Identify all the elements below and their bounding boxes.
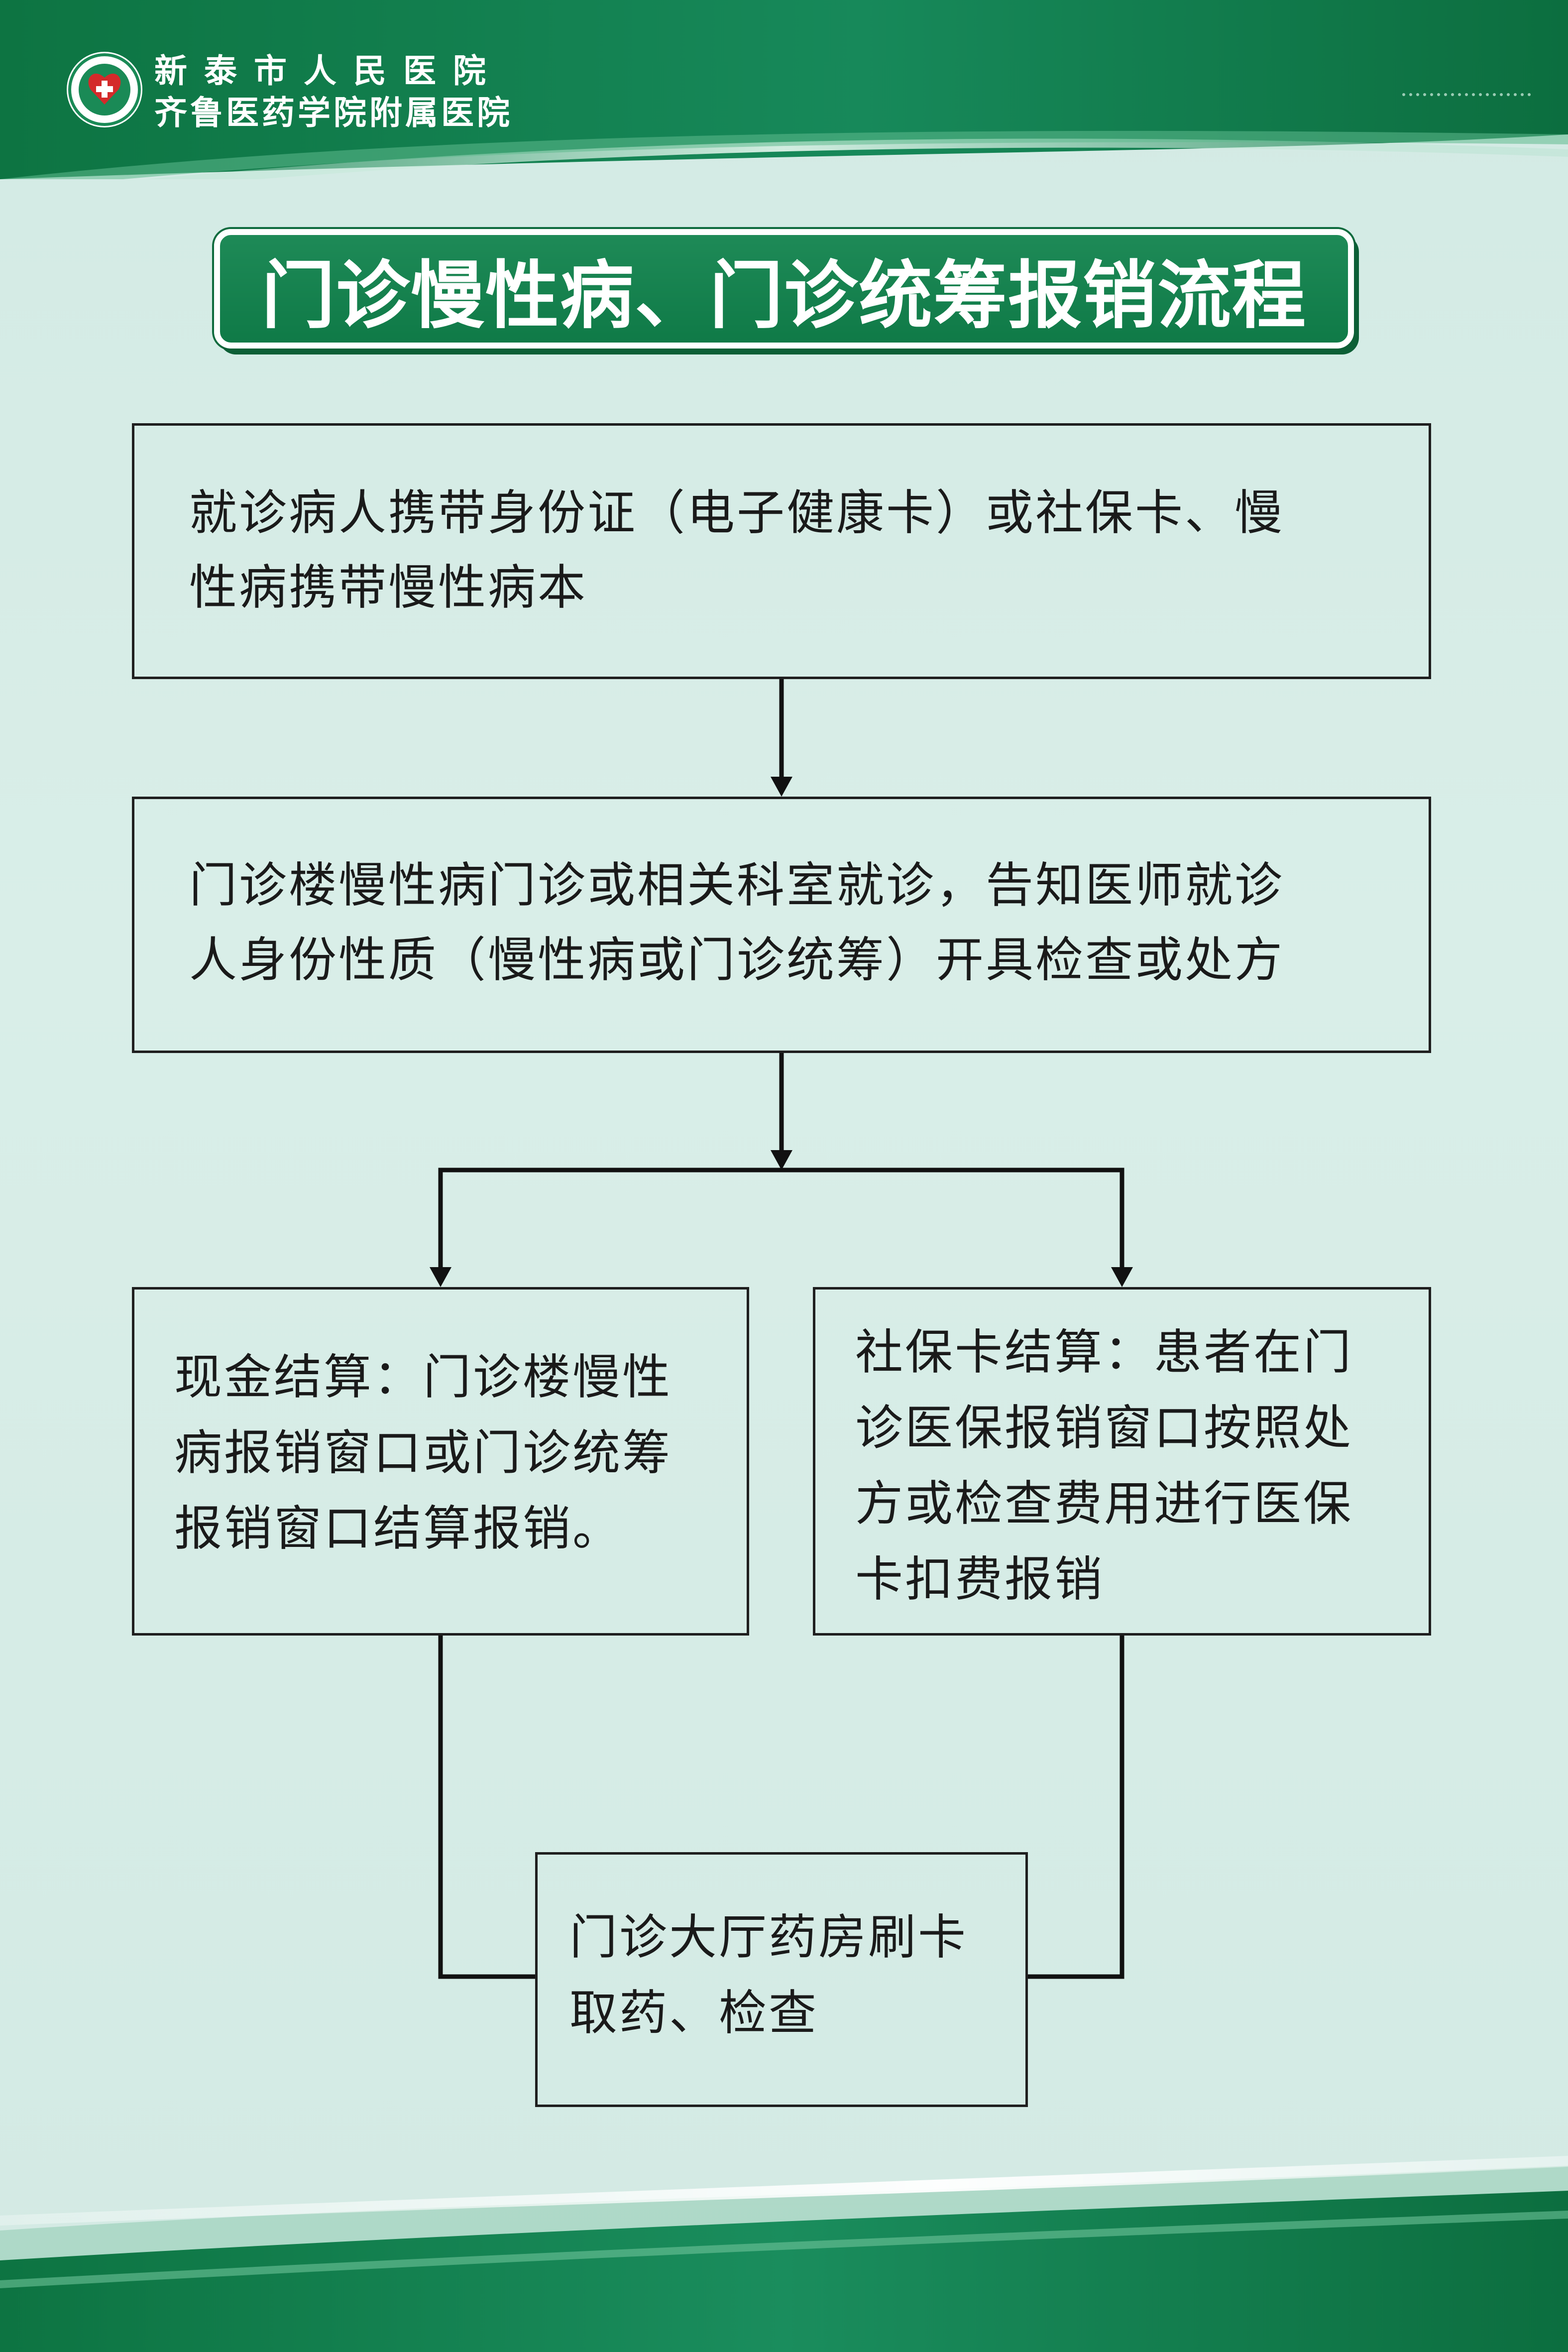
step-outpatient-visit: 门诊楼慢性病门诊或相关科室就诊，告知医师就诊 人身份性质（慢性病或门诊统筹）开具…: [132, 797, 1431, 1053]
step1-line2: 性病携带慢性病本: [189, 560, 587, 615]
arrow-head-cash: [430, 1267, 451, 1287]
decorative-dots: [1402, 93, 1531, 96]
header-band: [0, 0, 1568, 179]
footer-wave-graphic: [0, 2156, 1568, 2352]
arrow-head-2: [771, 1150, 792, 1170]
footer-band: [0, 2156, 1568, 2352]
page-title: 门诊慢性病、门诊统筹报销流程: [261, 252, 1307, 339]
step2-line1: 门诊楼慢性病门诊或相关科室就诊，告知医师就诊: [189, 857, 1284, 913]
hospital-name-line1: 新泰市人民医院: [154, 51, 503, 90]
header-wave-graphic: [0, 0, 1568, 179]
step-pharmacy-pickup: 门诊大厅药房刷卡 取药、检查: [535, 1852, 1028, 2107]
card-line2: 诊医保报销窗口按照处: [855, 1400, 1353, 1456]
step2-line2: 人身份性质（慢性病或门诊统筹）开具检查或处方: [189, 932, 1284, 988]
connector-cash-final: [438, 1636, 535, 1979]
arrow-head-1: [771, 777, 792, 797]
connector-card-final: [1028, 1636, 1124, 1979]
step-bring-documents: 就诊病人携带身份证（电子健康卡）或社保卡、慢 性病携带慢性病本: [132, 423, 1431, 679]
step1-line1: 就诊病人携带身份证（电子健康卡）或社保卡、慢: [189, 485, 1284, 541]
step-social-card-settlement: 社保卡结算：患者在门 诊医保报销窗口按照处 方或检查费用进行医保 卡扣费报销: [813, 1287, 1431, 1636]
card-line3: 方或检查费用进行医保: [855, 1476, 1353, 1531]
cash-line3: 报销窗口结算报销。: [174, 1501, 622, 1556]
cash-line1: 现金结算：门诊楼慢性: [174, 1349, 672, 1405]
final-line2: 取药、检查: [569, 1985, 818, 2041]
arrow-head-card: [1111, 1267, 1133, 1287]
card-line1: 社保卡结算：患者在门: [855, 1324, 1353, 1380]
hospital-seal-icon: [67, 52, 142, 127]
card-line4: 卡扣费报销: [855, 1551, 1104, 1607]
final-line1: 门诊大厅药房刷卡: [569, 1909, 968, 1965]
title-banner: 门诊慢性病、门诊统筹报销流程: [214, 229, 1354, 349]
connector-split-branches: [438, 1168, 1124, 1267]
hospital-name: 新泰市人民医院 齐鲁医药学院附属医院: [154, 50, 513, 133]
step-cash-settlement: 现金结算：门诊楼慢性 病报销窗口或门诊统筹 报销窗口结算报销。: [132, 1287, 749, 1636]
hospital-name-line2: 齐鲁医药学院附属医院: [154, 93, 513, 132]
cash-line2: 病报销窗口或门诊统筹: [174, 1425, 672, 1481]
